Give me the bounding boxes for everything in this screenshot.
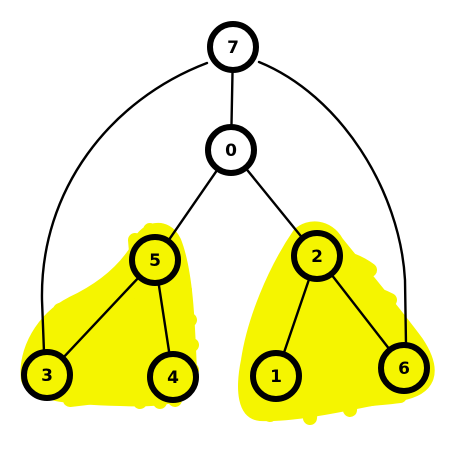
node-3: 3 xyxy=(21,349,73,401)
node-label: 5 xyxy=(149,251,161,271)
edge-5-3 xyxy=(61,275,141,360)
node-circle xyxy=(205,124,257,176)
edge-0-2 xyxy=(244,166,304,240)
scribble-stroke xyxy=(108,273,147,409)
highlight-scribbles xyxy=(20,221,435,425)
nodes: 7 0 5 2 3 4 1 6 xyxy=(21,21,430,403)
node-label: 3 xyxy=(41,366,53,386)
edge-7-3 xyxy=(40,61,209,354)
node-circle xyxy=(147,351,199,403)
node-7: 7 xyxy=(207,21,259,73)
edges xyxy=(40,60,408,360)
node-circle xyxy=(250,350,302,402)
node-label: 0 xyxy=(225,141,237,161)
node-circle xyxy=(21,349,73,401)
edge-7-0 xyxy=(230,68,234,129)
edge-5-4 xyxy=(157,281,171,356)
scribble-stroke xyxy=(333,243,359,417)
edge-7-6 xyxy=(257,60,408,347)
node-label: 2 xyxy=(311,247,323,267)
node-circle xyxy=(129,234,181,286)
node-circle xyxy=(291,230,343,282)
node-1: 1 xyxy=(250,350,302,402)
edge-2-6 xyxy=(329,272,392,352)
edge-2-1 xyxy=(282,276,311,356)
node-5: 5 xyxy=(129,234,181,286)
node-4: 4 xyxy=(147,351,199,403)
node-circle xyxy=(207,21,259,73)
edge-0-5 xyxy=(166,167,220,243)
node-label: 4 xyxy=(167,368,179,388)
node-6: 6 xyxy=(378,342,430,394)
node-label: 7 xyxy=(227,38,239,58)
node-label: 1 xyxy=(270,367,282,387)
node-circle xyxy=(378,342,430,394)
node-label: 6 xyxy=(398,359,410,379)
node-0: 0 xyxy=(205,124,257,176)
node-2: 2 xyxy=(291,230,343,282)
